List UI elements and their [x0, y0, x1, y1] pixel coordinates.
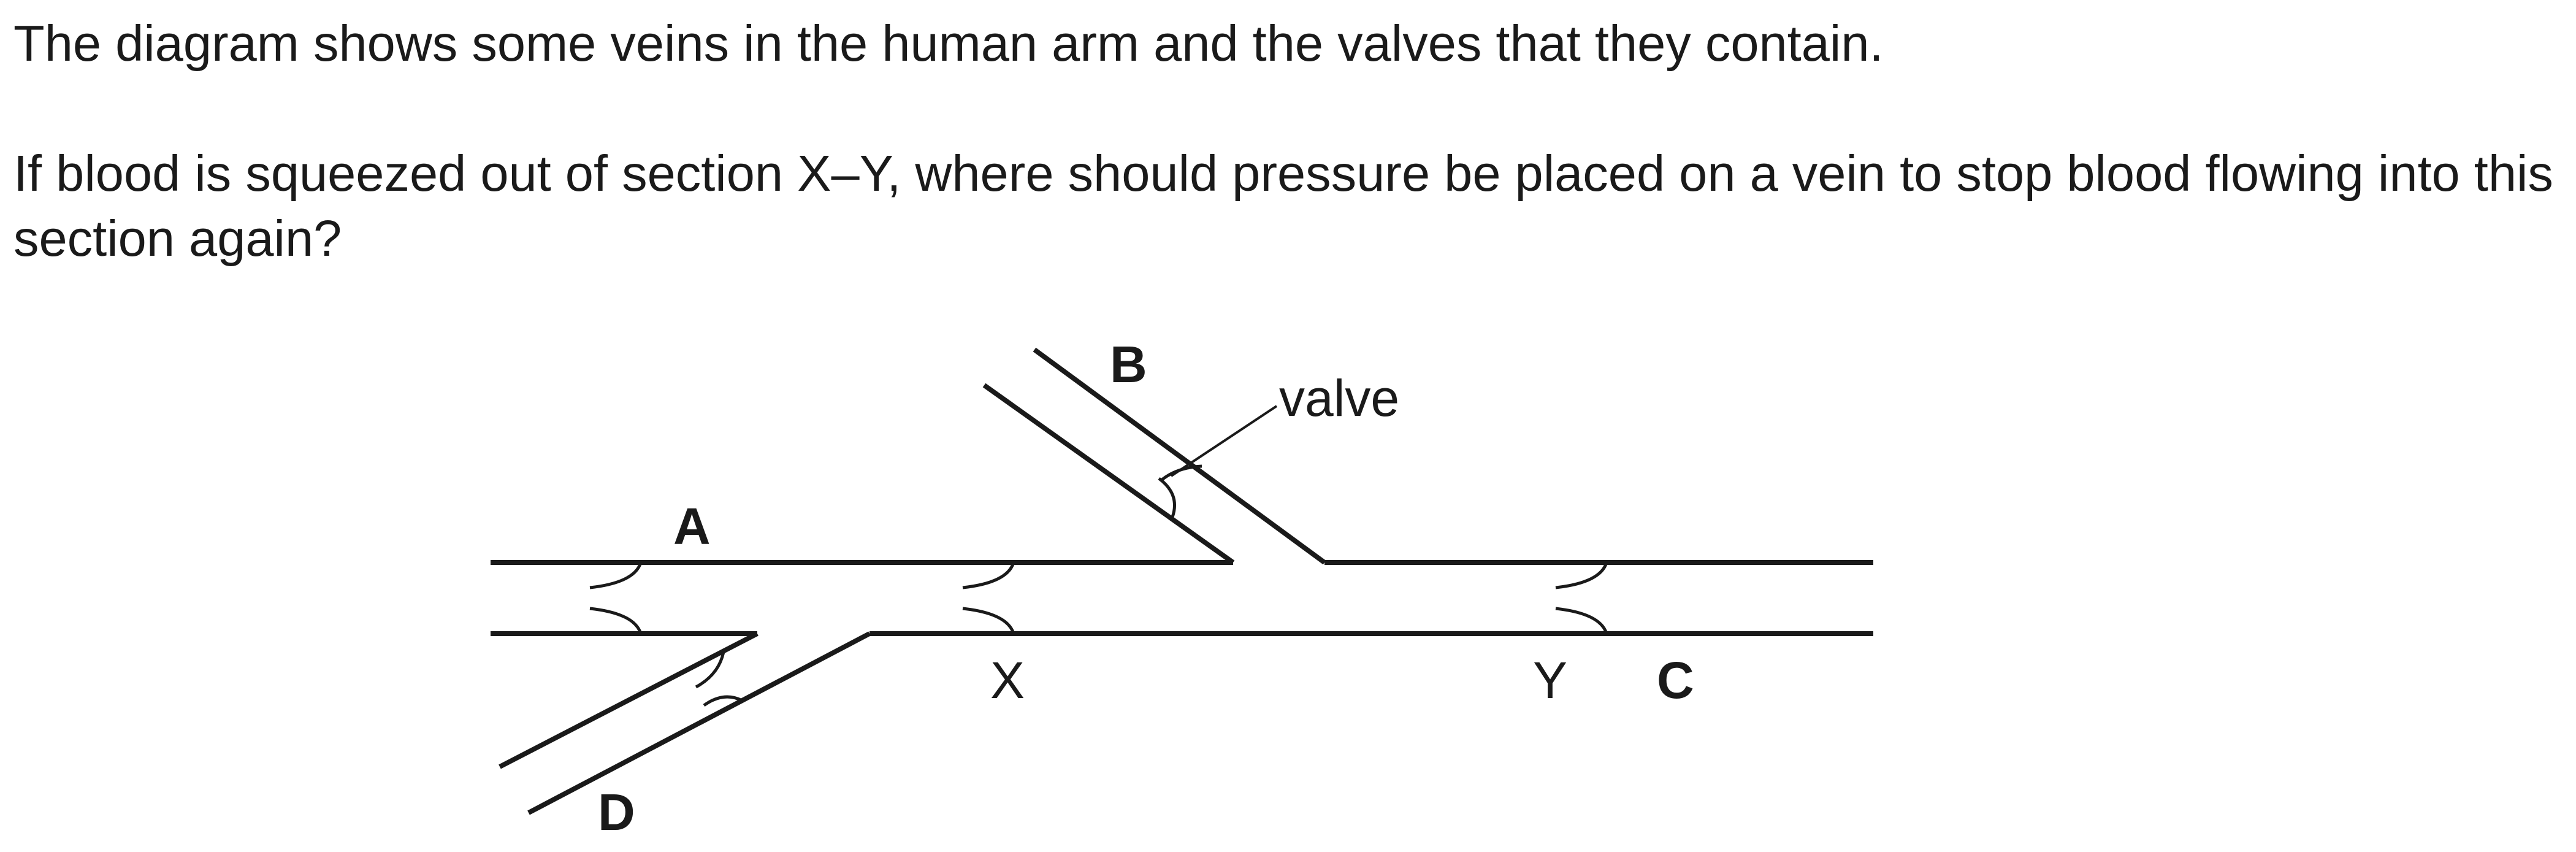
question-text: The diagram shows some veins in the huma… [13, 11, 2558, 271]
branch-b-lower-wall [982, 383, 1235, 565]
valve-x-lower [962, 607, 1015, 634]
valve-y-upper [1555, 562, 1608, 589]
branch-b-upper-wall [1033, 347, 1326, 565]
valve-d-lower [703, 695, 743, 707]
question-prompt: If blood is squeezed out of section X–Y,… [13, 145, 2553, 267]
valve-b-lower [1158, 477, 1176, 518]
valve-a-upper [589, 562, 643, 589]
valve-y-lower [1555, 607, 1608, 634]
label-d: D [598, 783, 635, 841]
label-valve: valve [1279, 369, 1399, 427]
label-y: Y [1533, 651, 1567, 709]
valve-x-upper [962, 562, 1015, 589]
label-b: B [1110, 336, 1147, 393]
label-x: X [990, 651, 1025, 709]
question-intro: The diagram shows some veins in the huma… [13, 15, 1884, 72]
branch-d-upper-wall [499, 631, 759, 769]
branch-d-lower-wall [527, 631, 871, 815]
label-a: A [673, 497, 711, 555]
label-c: C [1657, 651, 1694, 709]
valve-a-lower [589, 607, 643, 634]
valve-leader-line [1170, 405, 1278, 477]
valve-d-upper [695, 651, 725, 689]
